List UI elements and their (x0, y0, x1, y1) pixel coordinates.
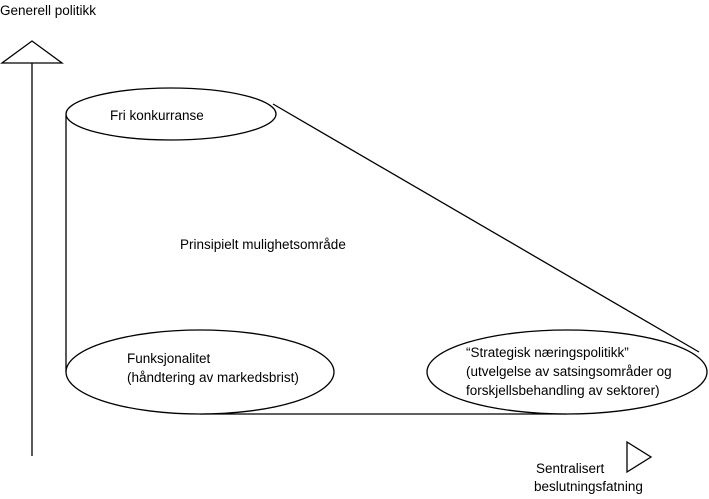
funksjonalitet-line2: (håndtering av markedsbrist) (127, 370, 299, 385)
vertical-axis-arrowhead (0, 40, 64, 64)
strategisk-line2: (utvelgelse av satsingsområder og (466, 364, 672, 379)
ellipse-fri-konkurranse (65, 87, 277, 141)
horizontal-axis-label-line2: beslutningsfatning (534, 479, 643, 494)
vertical-axis-label: Generell politikk (0, 3, 96, 18)
region-diagonal-edge (272, 103, 700, 353)
horizontal-axis-arrowhead (626, 440, 653, 474)
fri-konkurranse-label: Fri konkurranse (110, 108, 204, 123)
funksjonalitet-line1: Funksjonalitet (127, 351, 211, 366)
strategisk-line3: forskjellsbehandling av sektorer) (466, 383, 660, 398)
ellipse-funksjonalitet (65, 329, 335, 415)
region-label: Prinsipielt mulighetsområde (180, 237, 346, 252)
horizontal-axis-label-line1: Sentralisert (536, 461, 605, 476)
ellipse-strategisk-naeringspolitikk (426, 329, 708, 415)
strategisk-line1: “Strategisk næringspolitikk” (466, 345, 629, 360)
